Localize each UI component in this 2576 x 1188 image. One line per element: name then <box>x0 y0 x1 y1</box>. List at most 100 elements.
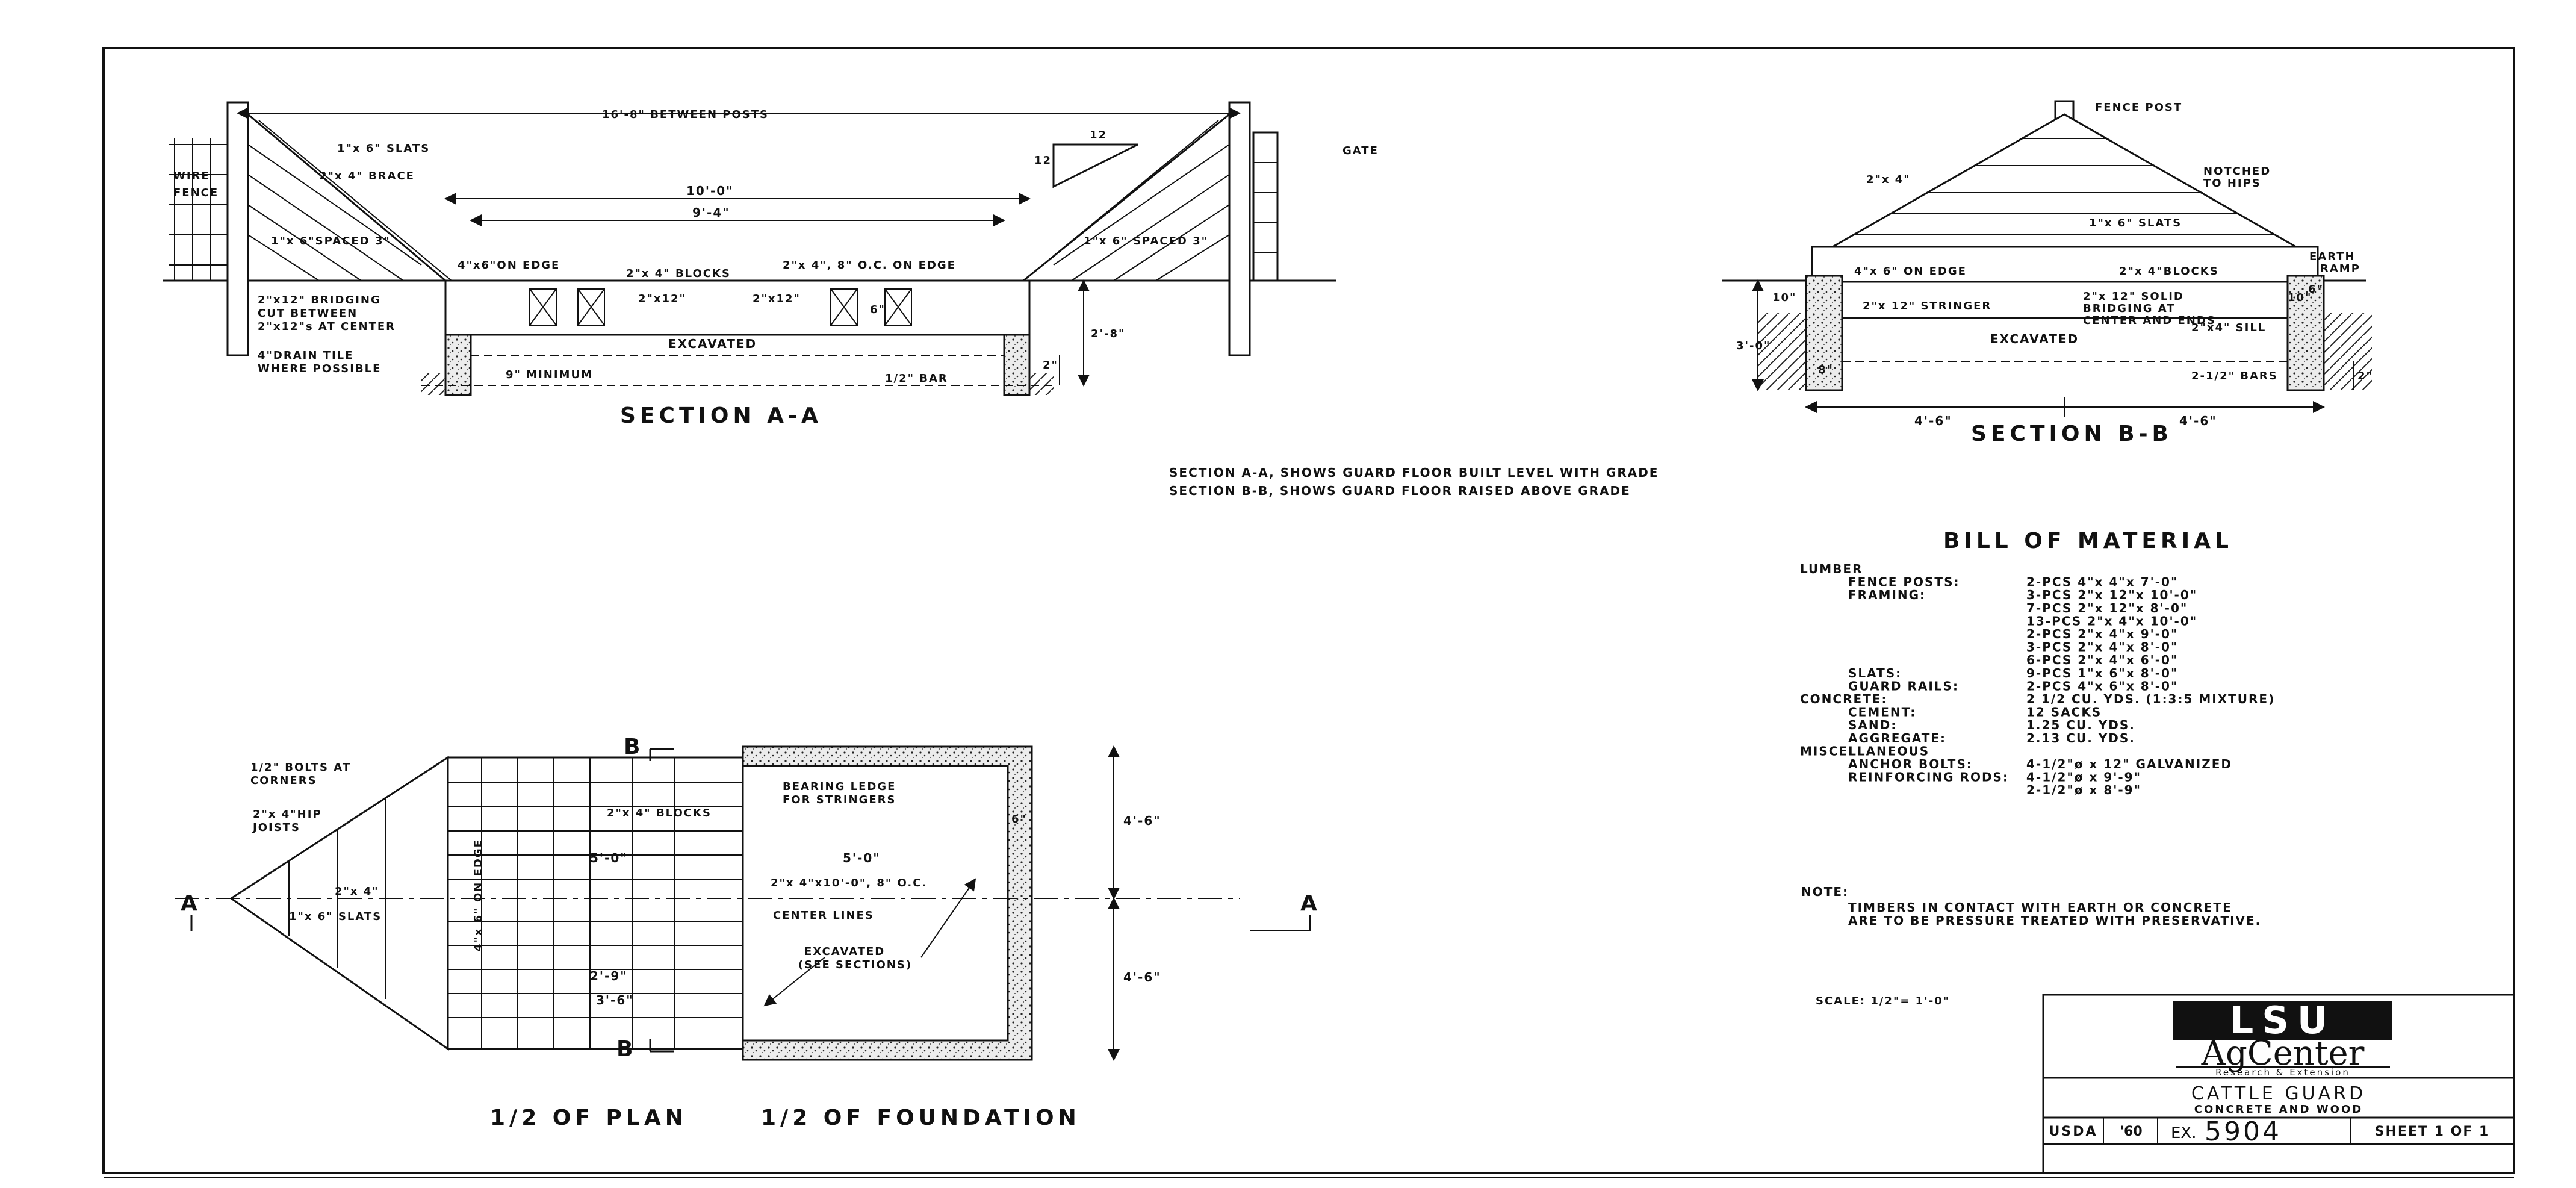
bb-slats: 1"x 6" SLATS <box>2089 217 2182 229</box>
bb-half-bars: 2-1/2" BARS <box>2191 370 2278 382</box>
bb-three-zero: 3'-0" <box>1736 340 1771 352</box>
bill-row-value: 2-PCS 4"x 6"x 8'-0" <box>2026 679 2178 693</box>
plan-b-top: B <box>624 735 644 759</box>
bb-two: 2" <box>2357 370 2373 382</box>
bill-row-label: FENCE POSTS: <box>1848 575 1960 589</box>
aa-blocks: 2"x 4" BLOCKS <box>626 267 731 280</box>
bill-title: BILL OF MATERIAL <box>1943 529 2233 553</box>
aa-nine-min: 9" MINIMUM <box>506 369 593 381</box>
plan-b-bottom: B <box>616 1037 637 1062</box>
bill-row-value: 2-1/2"ø x 8'-9" <box>2026 783 2141 797</box>
bill-row-value: 2.13 CU. YDS. <box>2026 731 2135 745</box>
section-bb-drawing <box>1722 100 2372 417</box>
bb-four-six-b: 4'-6" <box>2179 414 2217 428</box>
aa-wire: WIRE <box>173 170 210 182</box>
logo-sub-text: Research & Extension <box>2215 1067 2350 1078</box>
logo-lsu-text: LSU <box>2230 998 2336 1042</box>
aa-spaced-left: 1"x 6"SPACED 3" <box>271 235 391 247</box>
plan-excavated-2: (SEE SECTIONS) <box>798 959 912 971</box>
bill-row-value: 3-PCS 2"x 4"x 8'-0" <box>2026 640 2178 655</box>
bill-row-label: CEMENT: <box>1848 705 1916 720</box>
plan-center: CENTER LINES <box>773 909 874 922</box>
aa-oc-on-edge: 2"x 4", 8" O.C. ON EDGE <box>783 259 956 272</box>
bill-row-value: 1.25 CU. YDS. <box>2026 718 2135 732</box>
plan-excavated-1: EXCAVATED <box>804 945 885 958</box>
aa-brace: 2"x 4" BRACE <box>319 170 415 182</box>
section-bb-title: SECTION B-B <box>1971 421 2173 446</box>
bill-row-value: 3-PCS 2"x 12"x 10'-0" <box>2026 588 2197 602</box>
plan-two-four: 2"x 4" <box>335 885 379 898</box>
plan-blocks: 2"x 4" BLOCKS <box>607 807 712 819</box>
title-year: '60 <box>2120 1124 2142 1139</box>
aa-2x12-b: 2"x12" <box>753 293 801 305</box>
aa-bridging-2: CUT BETWEEN <box>258 307 358 320</box>
aa-gate: GATE <box>1342 145 1379 157</box>
note-section-aa: SECTION A-A, SHOWS GUARD FLOOR BUILT LEV… <box>1169 465 1659 480</box>
plan-three-six: 3'-6" <box>596 993 634 1007</box>
bill-row-label: AGGREGATE: <box>1848 731 1946 745</box>
aa-bridging-1: 2"x12" BRIDGING <box>258 294 381 306</box>
aa-drain-2: WHERE POSSIBLE <box>258 362 381 375</box>
section-aa-drawing <box>163 101 1336 396</box>
note-label: NOTE: <box>1801 885 1849 899</box>
bb-solid-1: 2"x 12" SOLID <box>2083 290 2184 303</box>
bb-stringer: 2"x 12" STRINGER <box>1863 300 1991 313</box>
bill-row-value: 2 1/2 CU. YDS. (1:3:5 MIXTURE) <box>2026 692 2275 706</box>
plan-bolts-2: CORNERS <box>250 774 317 787</box>
bb-eight: 8" <box>1818 364 1834 376</box>
title-sheet: SHEET 1 OF 1 <box>2375 1124 2490 1139</box>
bill-row-label: CONCRETE: <box>1800 692 1887 706</box>
scale-label: SCALE: 1/2"= 1'-0" <box>1816 995 1950 1007</box>
plan-bearing-2: FOR STRINGERS <box>783 794 896 806</box>
plan-a-left: A <box>181 891 202 916</box>
aa-drain-1: 4"DRAIN TILE <box>258 349 353 362</box>
bb-on-edge: 4"x 6" ON EDGE <box>1854 265 1967 278</box>
plan-four-six-a: 4'-6" <box>1123 813 1161 828</box>
plan-on-edge: 4"x 6" ON EDGE <box>472 839 485 951</box>
bill-row-value: 7-PCS 2"x 12"x 8'-0" <box>2026 601 2188 615</box>
note-line-1: TIMBERS IN CONTACT WITH EARTH OR CONCRET… <box>1848 900 2232 915</box>
bb-notched-2: TO HIPS <box>2203 177 2261 190</box>
plan-two-nine: 2'-9" <box>590 969 628 983</box>
bb-notched-1: NOTCHED <box>2203 165 2271 178</box>
bill-row-label: FRAMING: <box>1848 588 1926 602</box>
note-section-bb: SECTION B-B, SHOWS GUARD FLOOR RAISED AB… <box>1169 484 1631 498</box>
bb-earth-2: RAMP <box>2320 263 2360 275</box>
plan-a-right: A <box>1300 891 1321 916</box>
bill-row-label: LUMBER <box>1800 562 1863 576</box>
bb-ten: 10" <box>1772 291 1796 304</box>
plan-bearing-1: BEARING LEDGE <box>783 780 896 793</box>
bill-row-label: MISCELLANEOUS <box>1800 744 1929 758</box>
bill-row-value: 13-PCS 2"x 4"x 10'-0" <box>2026 614 2197 628</box>
section-bb-labels: FENCE POST NOTCHED TO HIPS 2"x 4" 1"x 6"… <box>1736 101 2373 446</box>
aa-slats: 1"x 6" SLATS <box>337 142 430 155</box>
section-aa-title: SECTION A-A <box>620 403 822 428</box>
plan-five-a: 5'-0" <box>590 851 628 865</box>
plan-hip-1: 2"x 4"HIP <box>253 808 322 821</box>
aa-ten: 10'-0" <box>686 184 734 198</box>
title-number-prefix: EX. <box>2171 1124 2197 1142</box>
bb-earth-1: EARTH <box>2309 250 2356 263</box>
bb-excavated: EXCAVATED <box>1990 332 2079 346</box>
plan-labels: 1/2" BOLTS AT CORNERS 2"x 4"HIP JOISTS B… <box>181 735 1321 1130</box>
note-line-2: ARE TO BE PRESSURE TREATED WITH PRESERVA… <box>1848 913 2261 928</box>
aa-slope-b: 12 <box>1090 129 1107 142</box>
bill-row-value: 2-PCS 4"x 4"x 7'-0" <box>2026 575 2178 589</box>
aa-excavated: EXCAVATED <box>668 337 757 351</box>
aa-bridging-3: 2"x12"s AT CENTER <box>258 320 396 333</box>
plan-five-b: 5'-0" <box>843 851 881 865</box>
bb-solid-3: CENTER AND ENDS <box>2083 314 2216 327</box>
bill-row-value: 4-1/2"ø x 9'-9" <box>2026 770 2141 785</box>
note-block: NOTE: TIMBERS IN CONTACT WITH EARTH OR C… <box>1801 885 2261 928</box>
aa-six: 6" <box>870 303 886 316</box>
title-name: CATTLE GUARD <box>2191 1083 2366 1104</box>
bill-row-label: SLATS: <box>1848 666 1902 680</box>
aa-two-in: 2" <box>1043 359 1058 372</box>
aa-between-posts: 16'-8" BETWEEN POSTS <box>602 108 769 121</box>
aa-fence: FENCE <box>173 187 219 199</box>
title-agency: USDA <box>2049 1124 2098 1139</box>
bill-row-label: SAND: <box>1848 718 1897 732</box>
bb-four-six-a: 4'-6" <box>1914 414 1952 428</box>
